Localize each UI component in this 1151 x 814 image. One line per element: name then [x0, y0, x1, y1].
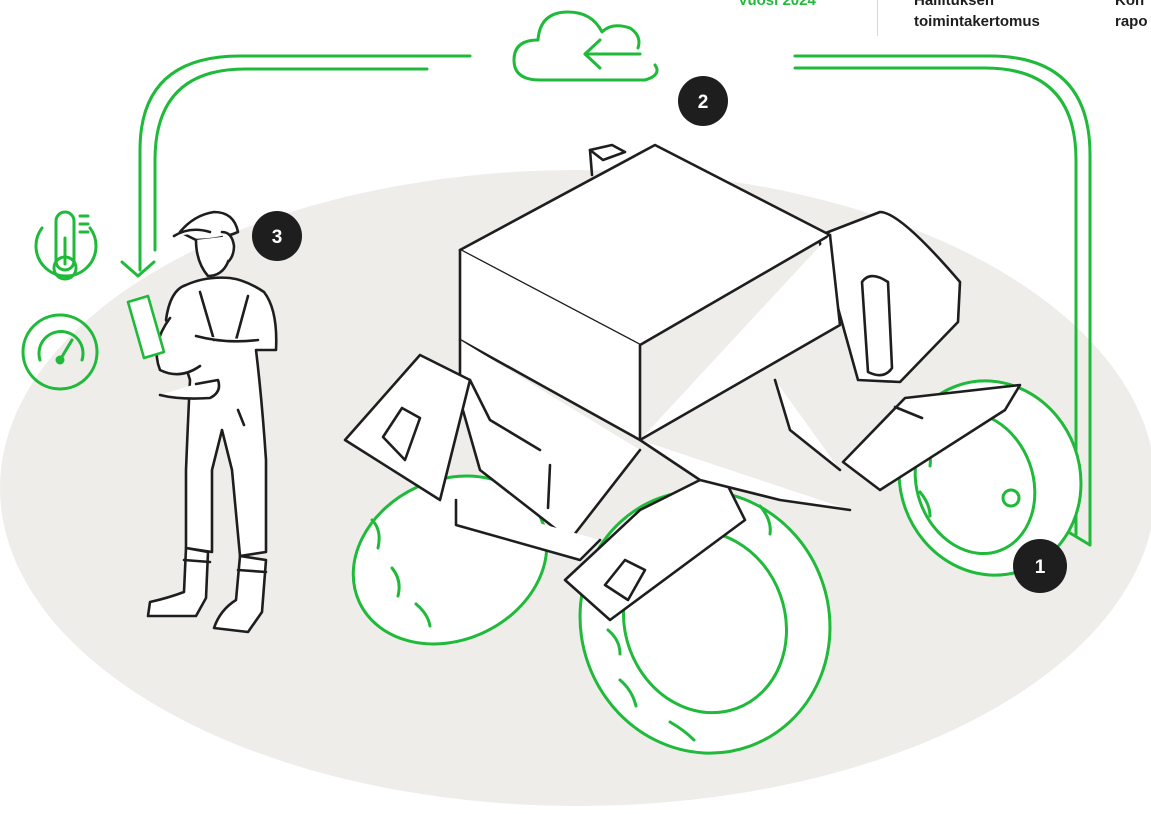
step-badge-2: 2: [678, 76, 728, 126]
sensor-node: [1003, 490, 1019, 506]
step-badge-1-label: 1: [1035, 557, 1046, 578]
step-badge-1: 1: [1013, 539, 1067, 593]
step-badge-3-label: 3: [272, 227, 283, 248]
thermometer-icon: [36, 212, 96, 279]
cloud-icon: [514, 12, 657, 80]
arrow-down-icon: [122, 262, 154, 276]
step-badge-3: 3: [252, 211, 302, 261]
step-badge-2-label: 2: [698, 92, 709, 113]
